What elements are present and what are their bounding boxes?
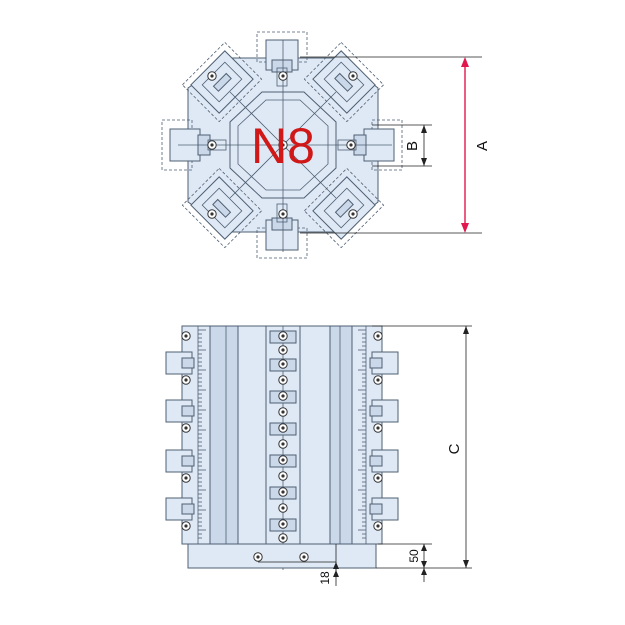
front-scale-left [198, 329, 206, 539]
dimension-a: A [300, 56, 491, 234]
front-base [187, 543, 377, 569]
dimension-b: B [372, 124, 432, 167]
dimension-50-label: 50 [407, 549, 421, 563]
front-side-tabs [165, 331, 399, 531]
front-scale-right [358, 329, 366, 539]
top-clamp-se [303, 167, 385, 249]
dimension-b-label: B [404, 141, 421, 151]
front-center-clamps [269, 330, 297, 543]
front-view: C 50 18 [165, 325, 472, 586]
dimension-c-label: C [446, 443, 463, 454]
dimension-50: 50 [378, 543, 432, 582]
top-view: N8 B A [161, 31, 491, 259]
dimension-18-label: 18 [318, 571, 332, 585]
top-clamp-south [256, 203, 308, 259]
dimension-18: 18 [318, 562, 339, 586]
dimension-a-label: A [474, 141, 491, 151]
model-label: N8 [251, 118, 315, 174]
